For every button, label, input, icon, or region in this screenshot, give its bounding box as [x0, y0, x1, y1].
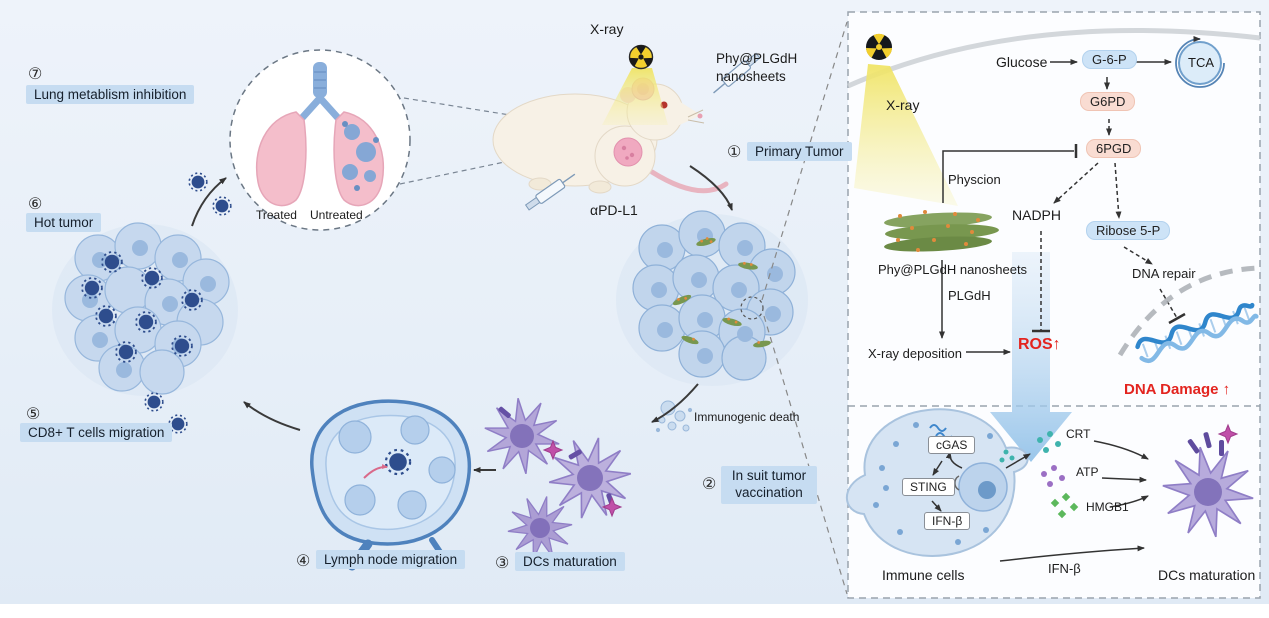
physcion-label: Physcion — [948, 172, 1001, 187]
xray-deposition-label: X-ray deposition — [868, 346, 962, 361]
radiation-icon — [628, 44, 654, 70]
panel-top — [854, 33, 1259, 363]
tca-label: TCA — [1188, 55, 1214, 70]
g6p-box: G-6-P — [1082, 50, 1137, 69]
primary-tumor-cluster — [616, 21, 848, 595]
nanosheet-syringe-icon — [713, 52, 761, 94]
crt-molecules — [1037, 431, 1061, 453]
step6-label: Hot tumor — [26, 213, 102, 232]
untreated-label: Untreated — [310, 208, 363, 222]
xray-beam — [602, 68, 668, 125]
atp-molecules — [1041, 465, 1065, 487]
ros-label: ROS↑ — [1018, 336, 1061, 353]
granules — [873, 422, 993, 545]
mature-dc — [1155, 424, 1261, 543]
dna-damage-label: DNA Damage ↑ — [1124, 381, 1231, 398]
nadph-label: NADPH — [1012, 207, 1062, 223]
nanosheet-flecks — [672, 237, 771, 348]
immune-cells-label: Immune cells — [882, 567, 965, 583]
xray-beam-panel — [854, 64, 958, 206]
step5-label: CD8+ T cells migration — [20, 423, 173, 442]
xray-source — [602, 44, 668, 125]
g6pd-box: G6PD — [1080, 92, 1136, 111]
apdl1-syringe-icon — [524, 173, 576, 211]
ribose5p-box: Ribose 5-P — [1086, 221, 1171, 240]
apdl1-label: αPD-L1 — [590, 202, 638, 218]
step1-label: Primary Tumor — [747, 142, 852, 161]
flank-tumor — [613, 137, 643, 167]
cgas-box: cGAS — [928, 436, 976, 454]
lung-metastases — [342, 121, 379, 191]
step2-number: ② — [702, 476, 717, 493]
6pgd-box: 6PGD — [1086, 139, 1142, 158]
glucose-label: Glucose — [996, 54, 1048, 70]
plgdh-label: PLGdH — [948, 288, 991, 303]
step7-number: ⑦ — [28, 66, 43, 83]
flow-arrows — [191, 165, 733, 473]
step3-label: DCs maturation — [515, 552, 625, 571]
treated-lung — [256, 111, 307, 207]
mouse-illustration — [492, 77, 729, 194]
lymph-node-illustration — [310, 399, 472, 571]
immunogenic-death-label: Immunogenic death — [694, 410, 800, 424]
step3-number: ③ — [495, 555, 510, 572]
dna-repair-label: DNA repair — [1132, 266, 1196, 281]
xray-label: X-ray — [590, 21, 624, 37]
step6-number: ⑥ — [28, 196, 43, 213]
step4-label: Lymph node migration — [316, 550, 466, 569]
dcs-maturation-label: DCs maturation — [1158, 567, 1256, 583]
cascade-arrow — [990, 252, 1072, 462]
sting-box: STING — [902, 478, 955, 496]
radiation-icon-panel — [865, 33, 893, 60]
step2-label: In suit tumor vaccination — [721, 466, 817, 504]
nanosheets-label: Phy@PLGdH nanosheets — [716, 51, 798, 84]
zoom-region-circle — [740, 296, 764, 320]
step4-number: ④ — [296, 553, 311, 570]
dna-helix — [1135, 302, 1259, 363]
panel-nanosheets-label: Phy@PLGdH nanosheets — [878, 262, 1028, 277]
mouse-tail — [649, 169, 729, 194]
bottom-margin — [0, 604, 1269, 618]
membrane-arc — [846, 27, 1261, 89]
ifnb-box: IFN-β — [924, 512, 971, 530]
step7-label: Lung metablism inhibition — [26, 85, 195, 104]
nucleus-boundary — [1117, 265, 1259, 357]
step5-number: ⑤ — [26, 406, 41, 423]
atp-label: ATP — [1076, 465, 1099, 479]
step1-number: ① — [727, 144, 742, 161]
hmgb1-label: HMGB1 — [1086, 500, 1129, 514]
dendritic-cells — [476, 392, 636, 572]
nanosheet-illustration — [884, 210, 999, 252]
crt-label: CRT — [1066, 427, 1091, 441]
lung-inset — [229, 49, 517, 231]
hot-tumor-cluster — [52, 222, 238, 396]
panel-xray-label: X-ray — [886, 97, 920, 113]
ifnb-label: IFN-β — [1048, 561, 1081, 576]
treated-label: Treated — [256, 208, 297, 222]
hmgb1-molecules — [1050, 492, 1079, 519]
